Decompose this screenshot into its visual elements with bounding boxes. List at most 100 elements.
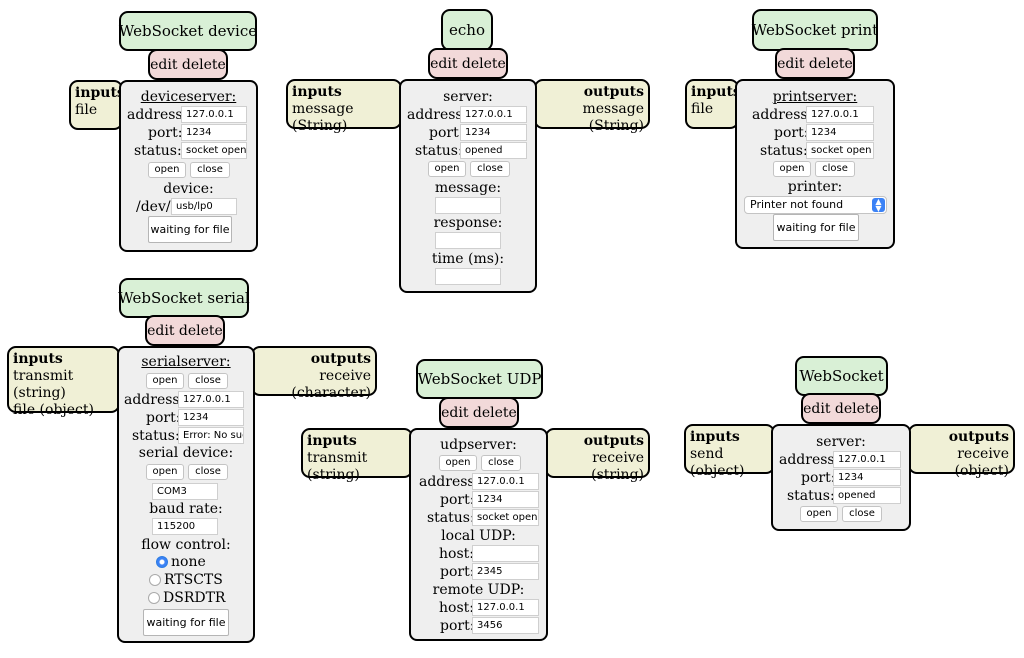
ws-edit-delete-button[interactable]: edit delete <box>801 393 881 424</box>
input-port: send (object) <box>690 446 745 479</box>
outputs-heading: outputs <box>948 429 1009 445</box>
address-input[interactable]: 127.0.0.1 <box>806 106 874 123</box>
inputs-heading: inputs <box>691 84 741 100</box>
address-input[interactable]: 127.0.0.1 <box>460 106 527 123</box>
device-path-input[interactable]: usb/lp0 <box>171 198 237 215</box>
ws-outputs: outputs receive (object) <box>908 424 1015 479</box>
server-label: server: <box>816 434 866 450</box>
port-input[interactable]: 1234 <box>833 469 901 486</box>
waiting-for-file-button[interactable]: waiting for file <box>148 216 232 243</box>
udp-outputs: outputs receive (string) <box>545 428 650 483</box>
serial-title[interactable]: WebSocket serial <box>118 278 250 318</box>
flow-rtscts-label: RTSCTS <box>164 572 223 588</box>
open-button[interactable]: open <box>428 161 466 177</box>
close-button[interactable]: close <box>188 373 228 389</box>
local-host-input[interactable] <box>472 545 539 562</box>
address-input[interactable]: 127.0.0.1 <box>833 451 901 468</box>
serial-inputs: inputs transmit (string) file (object) <box>7 346 120 418</box>
serial-close-button[interactable]: close <box>188 464 228 480</box>
ws-title[interactable]: WebSocket <box>795 356 888 396</box>
status-label: status: <box>132 428 180 444</box>
udp-title[interactable]: WebSocket UDP <box>416 359 543 399</box>
status-label: status: <box>787 488 835 504</box>
remote-host-input[interactable]: 127.0.0.1 <box>472 599 539 616</box>
local-port-input[interactable]: 2345 <box>472 563 539 580</box>
waiting-for-file-button[interactable]: waiting for file <box>143 609 229 636</box>
serial-open-button[interactable]: open <box>146 464 184 480</box>
waiting-for-file-button[interactable]: waiting for file <box>773 214 859 241</box>
port-label: port: <box>148 125 183 141</box>
remote-udp-label: remote UDP: <box>432 582 525 598</box>
ws-inputs: inputs send (object) <box>684 424 775 479</box>
open-button[interactable]: open <box>146 373 184 389</box>
echo-edit-delete-button[interactable]: edit delete <box>428 48 508 79</box>
port-label: port: <box>774 125 809 141</box>
output-port: receive (character) <box>291 368 371 401</box>
response-label: response: <box>433 215 503 231</box>
open-button[interactable]: open <box>148 162 186 178</box>
remote-port-label: port: <box>440 618 475 634</box>
serial-edit-delete-button[interactable]: edit delete <box>145 315 225 346</box>
input-port: transmit (string) <box>13 368 74 401</box>
port-input[interactable]: 1234 <box>460 124 527 141</box>
address-input[interactable]: 127.0.0.1 <box>181 106 247 123</box>
open-button[interactable]: open <box>439 455 477 471</box>
print-inputs: inputs file <box>685 79 741 129</box>
device-edit-delete-button[interactable]: edit delete <box>148 49 228 80</box>
status-field: socket open <box>472 509 539 526</box>
port-input[interactable]: 1234 <box>178 409 244 426</box>
message-field[interactable] <box>435 197 501 214</box>
status-label: status: <box>427 510 475 526</box>
close-button[interactable]: close <box>481 455 521 471</box>
server-label: udpserver: <box>440 437 517 453</box>
port-input[interactable]: 1234 <box>806 124 874 141</box>
serial-device-label: serial device: <box>138 445 234 461</box>
udp-edit-delete-button[interactable]: edit delete <box>439 397 519 428</box>
port-input[interactable]: 1234 <box>181 124 247 141</box>
echo-title[interactable]: echo <box>441 9 493 51</box>
status-label: status: <box>415 143 463 159</box>
time-label: time (ms): <box>431 251 505 267</box>
address-label: address: <box>127 107 188 123</box>
udp-panel: udpserver: open close address: 127.0.0.1… <box>409 428 548 641</box>
close-button[interactable]: close <box>190 162 230 178</box>
device-label: device: <box>163 181 214 197</box>
input-port: file <box>75 102 98 118</box>
flow-control-label: flow control: <box>141 537 231 553</box>
port-input[interactable]: 1234 <box>472 491 539 508</box>
address-label: address: <box>752 107 813 123</box>
open-button[interactable]: open <box>800 506 838 522</box>
port-label: port: <box>801 470 836 486</box>
address-input[interactable]: 127.0.0.1 <box>178 391 244 408</box>
printer-select[interactable]: Printer not found ▲▼ <box>744 196 887 214</box>
flow-dsrdtr-radio[interactable] <box>148 592 160 604</box>
close-button[interactable]: close <box>815 161 855 177</box>
flow-rtscts-radio[interactable] <box>149 574 161 586</box>
inputs-heading: inputs <box>307 433 357 449</box>
serial-panel: serialserver: open close address: 127.0.… <box>117 346 255 643</box>
status-label: status: <box>134 143 182 159</box>
serial-device-input[interactable]: COM3 <box>152 483 218 500</box>
echo-outputs: outputs message (String) <box>534 79 650 134</box>
status-field: socket open <box>806 142 874 159</box>
device-title[interactable]: WebSocket device <box>119 11 257 51</box>
baud-rate-label: baud rate: <box>149 501 223 517</box>
baud-rate-input[interactable]: 115200 <box>152 518 218 535</box>
response-field <box>435 232 501 249</box>
printer-label: printer: <box>787 179 843 195</box>
echo-inputs: inputs message (String) <box>286 79 402 134</box>
remote-port-input[interactable]: 3456 <box>472 617 539 634</box>
close-button[interactable]: close <box>470 161 510 177</box>
status-label: status: <box>760 143 808 159</box>
server-label: server: <box>443 89 493 105</box>
input-port: file (object) <box>13 402 94 418</box>
close-button[interactable]: close <box>842 506 882 522</box>
open-button[interactable]: open <box>773 161 811 177</box>
flow-none-radio[interactable] <box>156 556 168 568</box>
address-input[interactable]: 127.0.0.1 <box>472 473 539 490</box>
print-title[interactable]: WebSocket print <box>752 9 878 51</box>
port-label: port: <box>146 410 181 426</box>
print-edit-delete-button[interactable]: edit delete <box>775 48 855 79</box>
outputs-heading: outputs <box>583 433 644 449</box>
address-label: address: <box>407 107 468 123</box>
